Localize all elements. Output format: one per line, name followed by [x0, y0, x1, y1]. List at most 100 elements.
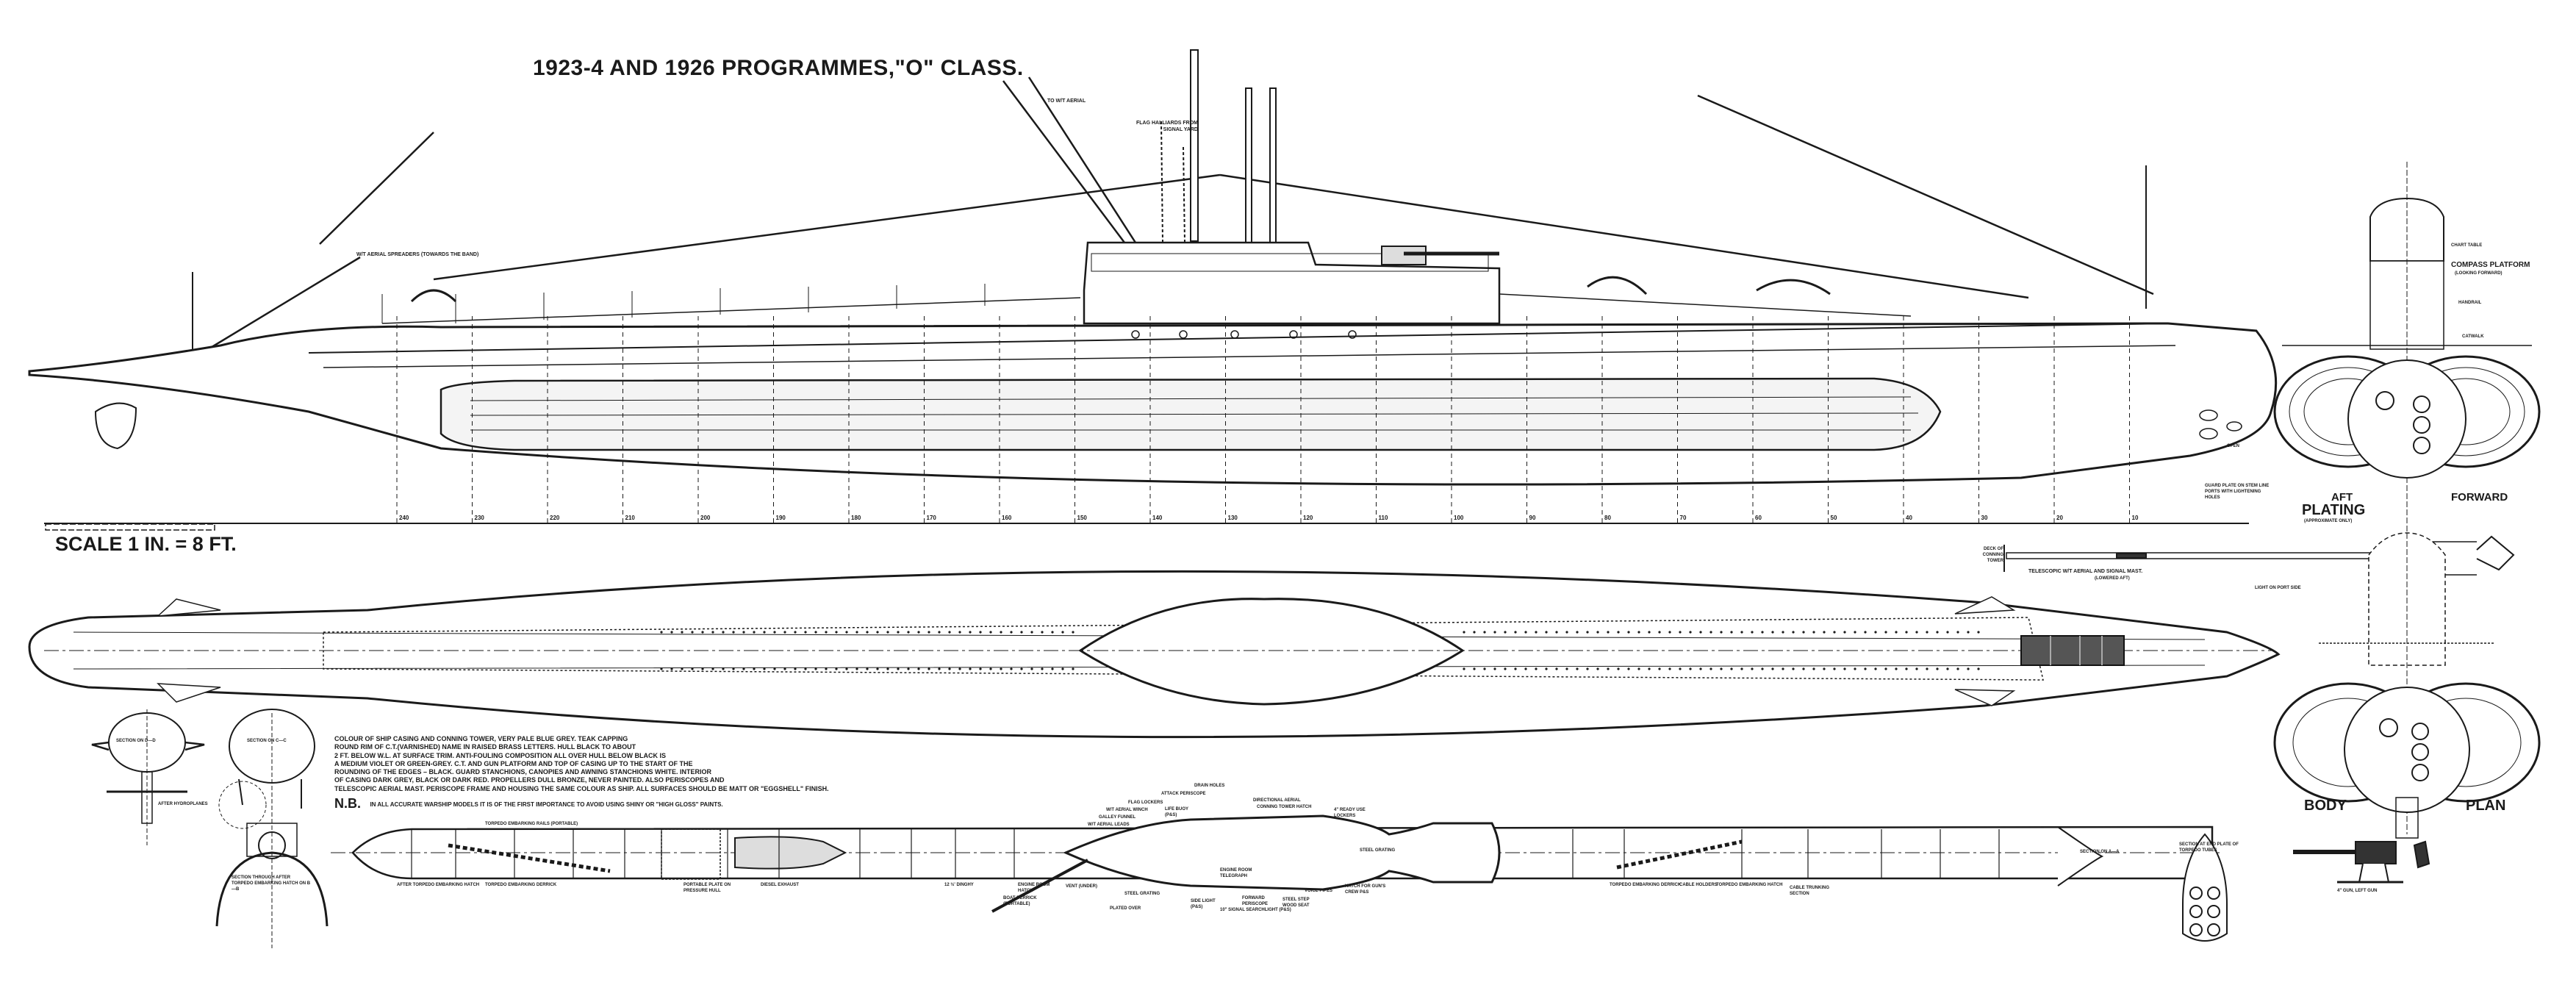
rivet [1596, 667, 1599, 670]
rivet [1535, 631, 1538, 634]
section-a-a [2057, 826, 2104, 886]
rivet [1936, 667, 1939, 670]
station-number: 30 [1981, 515, 1988, 521]
rivet [1782, 667, 1784, 670]
rivet [845, 631, 848, 634]
rivet [1658, 631, 1661, 634]
label-section-b-b: SECTION THROUGH AFTER TORPEDO EMBARKING … [232, 875, 311, 892]
label-gun: 4" GUN, LEFT GUN [2337, 889, 2378, 893]
rivet [1463, 667, 1465, 670]
label-cable-holders: CABLE HOLDERS [1679, 883, 1718, 887]
station-number: 10 [2131, 515, 2139, 521]
rivet [1545, 631, 1548, 634]
label-torpedo-hatch-fwd: TORPEDO EMBARKING HATCH [1716, 883, 1783, 887]
rivet [742, 667, 745, 670]
rivet [722, 667, 725, 670]
rivet [907, 631, 910, 634]
rivet [835, 631, 838, 634]
rivet [1679, 631, 1682, 634]
rivet [1792, 631, 1795, 634]
rivet [763, 667, 766, 670]
rivet [711, 631, 714, 634]
label-compass-platform: COMPASS PLATFORM [2451, 261, 2530, 269]
rivet [681, 667, 684, 670]
station-number: 180 [851, 515, 861, 521]
label-section-c-c: SECTION ON C—C [247, 739, 287, 743]
torpedo-tube-section [2182, 833, 2228, 942]
rivet [814, 667, 817, 670]
rivet [1586, 667, 1589, 670]
label-aft: AFT [2331, 491, 2353, 504]
rivet [1504, 667, 1507, 670]
nb-text: IN ALL ACCURATE WARSHIP MODELS IT IS OF … [370, 801, 723, 809]
rivet [1802, 667, 1805, 670]
rivet [1483, 667, 1486, 670]
rivet [1565, 631, 1568, 634]
rivet [1061, 667, 1064, 670]
station-number: 70 [1679, 515, 1687, 521]
label-life-buoy: LIFE BUOY (P&S) [1165, 807, 1188, 817]
rivet [907, 667, 910, 670]
rivet [1483, 631, 1486, 634]
note-line: ROUND RIM OF C.T.(VARNISHED) NAME IN RAI… [334, 743, 636, 751]
label-voice-pipes: VOICE PIPES [1305, 889, 1333, 893]
rivet [1926, 667, 1929, 670]
label-after-hydroplanes: AFTER HYDROPLANES [158, 802, 208, 806]
rivet [1576, 667, 1579, 670]
label-open: OPEN [2227, 444, 2240, 448]
rivet [1843, 631, 1846, 634]
rivet [897, 631, 900, 634]
label-signal-searchlight: 10" SIGNAL SEARCHLIGHT (P&S) [1220, 908, 1291, 912]
rivet [1607, 631, 1610, 634]
light-label: LIGHT ON PORT SIDE [2255, 586, 2301, 590]
station-number: 80 [1604, 515, 1611, 521]
rivet [1720, 631, 1723, 634]
rivet [1689, 667, 1692, 670]
rivet [1051, 667, 1054, 670]
rivet [660, 631, 663, 634]
label-body: BODY [2304, 798, 2347, 814]
nb-note: N.B. IN ALL ACCURATE WARSHIP MODELS IT I… [334, 796, 723, 812]
rivet [1627, 667, 1630, 670]
note-line: A MEDIUM VIOLET OR GREEN-GREY. C.T. AND … [334, 759, 693, 767]
rivet [1648, 667, 1651, 670]
station-number: 170 [926, 515, 936, 521]
station-number: 240 [399, 515, 409, 521]
rivet [1565, 667, 1568, 670]
label-directional-aerial: DIRECTIONAL AERIAL [1253, 798, 1301, 803]
rivet [691, 631, 694, 634]
rivet [1854, 631, 1856, 634]
rivet [701, 667, 704, 670]
rivet [1730, 667, 1733, 670]
rivet [938, 631, 941, 634]
label-forward-periscope: FORWARD PERISCOPE [1242, 896, 1269, 906]
rivet [1555, 631, 1558, 634]
note-line: COLOUR OF SHIP CASING AND CONNING TOWER,… [334, 735, 628, 742]
rivet [732, 667, 735, 670]
rivet [1905, 631, 1908, 634]
rivet [825, 667, 828, 670]
rivet [1977, 631, 1980, 634]
rivet [1751, 667, 1754, 670]
rivet [753, 667, 756, 670]
rivet [1689, 631, 1692, 634]
rivet [1833, 667, 1836, 670]
rivet [1884, 667, 1887, 670]
rivet [1730, 631, 1733, 634]
rivet [1493, 667, 1496, 670]
station-number: 90 [1529, 515, 1536, 521]
rivet [1545, 667, 1548, 670]
station-number: 50 [1830, 515, 1837, 521]
rivet [948, 667, 951, 670]
station-number: 150 [1077, 515, 1087, 521]
rivet [701, 631, 704, 634]
label-conning-tower-hatch: CONNING TOWER HATCH [1257, 805, 1312, 809]
rivet [1072, 631, 1074, 634]
rivet [1967, 631, 1970, 634]
label-dinghy: 12 ½' DINGHY [944, 883, 974, 887]
rivet [1782, 631, 1784, 634]
label-plan: PLAN [2466, 798, 2506, 814]
rivet [866, 631, 869, 634]
label-steel-grating-2: STEEL GRATING [1360, 848, 1396, 853]
